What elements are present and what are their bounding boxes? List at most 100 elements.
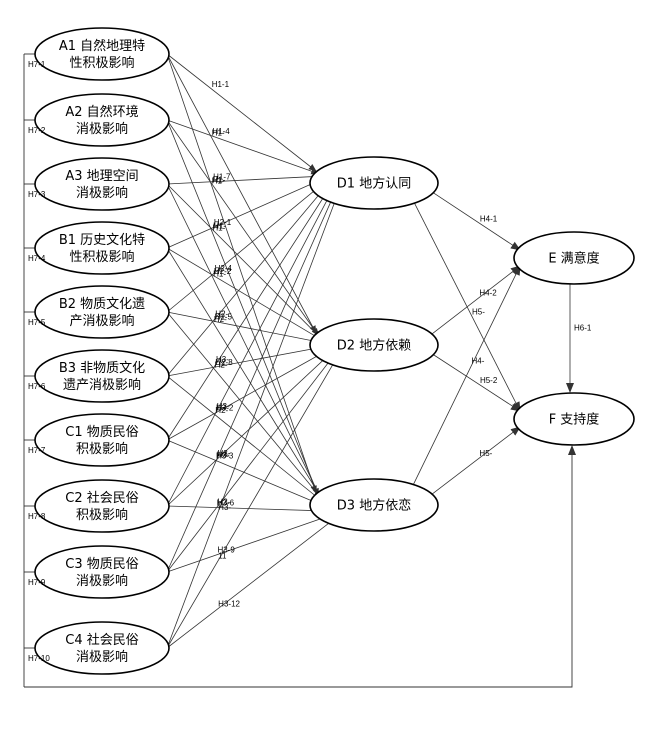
- edge-d3-f: [429, 426, 521, 497]
- feedback-label-b2: H7-5: [28, 318, 46, 327]
- edge-c3-d2: [166, 353, 336, 573]
- edge-label-c2-d1: H3-: [217, 402, 230, 411]
- node-label-d3: D3 地方依恋: [337, 498, 411, 514]
- node-d3: D3 地方依恋: [309, 478, 439, 532]
- node-ellipse-d1: [309, 156, 439, 210]
- node-ellipse-d2: [309, 318, 439, 372]
- edge-label-c4-d1: H3-: [218, 503, 231, 512]
- feedback-label-c1: H7-7: [28, 446, 46, 455]
- edge-d1-e: [430, 190, 521, 251]
- feedback-label-a2: H7-2: [28, 126, 46, 135]
- edge-label-a3-d1: H1-7: [213, 173, 231, 182]
- edge-b2-d1: [166, 180, 327, 313]
- edge-c1-d1: [166, 185, 331, 441]
- node-d1: D1 地方认同: [309, 156, 439, 210]
- node-label-b3: B3 非物质文化: [59, 361, 145, 376]
- node-ellipse-d3: [309, 478, 439, 532]
- edge-label-b1-d1: H2-1: [214, 218, 232, 227]
- edge-label-c4-d2: 11: [218, 552, 227, 561]
- edge-b1-d1: [166, 178, 324, 249]
- edge-label-b3-d1: H2-: [215, 309, 228, 318]
- node-label-a1: A1 自然地理特: [59, 38, 145, 54]
- node-label-a3: A3 地理空间: [65, 169, 138, 184]
- node-label-b2: B2 物质文化遗: [59, 297, 145, 312]
- edge-label-a1-d2: H1-: [212, 129, 225, 138]
- node-ellipse-b1: [34, 221, 170, 275]
- edge-c1-d3: [166, 439, 332, 509]
- edge-a1-d1: [166, 53, 317, 172]
- edge-label-d1-f: H5-: [472, 307, 485, 316]
- node-label-b3: 遗产消极影响: [63, 377, 141, 393]
- path-edges: [166, 53, 574, 649]
- feedback-label-a1: H7-1: [28, 60, 46, 69]
- node-label-c2: 积极影响: [76, 507, 128, 523]
- node-ellipse-e: [513, 231, 635, 285]
- edge-a1-d2: [166, 53, 317, 334]
- edge-label-d1-e: H4-1: [480, 215, 498, 224]
- node-label-a2: 消极影响: [76, 121, 128, 137]
- edge-b2-d2: [166, 311, 327, 346]
- edge-c3-d1: [166, 191, 336, 573]
- feedback-label-b3: H7-6: [28, 382, 46, 391]
- feedback-label-b1: H7-4: [28, 254, 46, 263]
- edge-label-b2-d3: H2-: [215, 360, 228, 369]
- edge-label-c1-d2: H3-2: [216, 404, 234, 413]
- edge-b3-d1: [166, 183, 329, 377]
- edge-b1-d2: [166, 247, 324, 342]
- edge-label-c3-d3: H3-9: [217, 546, 235, 555]
- edge-label-c3-d1: H3-: [217, 449, 230, 458]
- edge-d1-f: [412, 200, 521, 412]
- node-label-b1: 性积极影响: [69, 249, 134, 265]
- edge-label-a1-d1: H1-1: [212, 80, 230, 89]
- node-ellipse-a2: [34, 93, 170, 147]
- edge-label-d2-f: H5-2: [480, 376, 498, 385]
- node-label-e: E 满意度: [548, 251, 599, 267]
- edge-c4-d1: [166, 193, 339, 649]
- edge-a3-d1: [166, 173, 322, 185]
- node-label-d1: D1 地方认同: [337, 176, 411, 192]
- node-label-a2: A2 自然环境: [65, 104, 138, 120]
- edge-label-a2-d1: H1-4: [212, 127, 230, 136]
- edge-a3-d2: [166, 183, 322, 339]
- edge-c3-d3: [166, 513, 336, 573]
- edge-c2-d1: [166, 188, 334, 507]
- node-label-b2: 产消极影响: [69, 313, 134, 329]
- node-e: E 满意度: [513, 231, 635, 285]
- edge-label-b2-d1: H2-4: [215, 264, 233, 273]
- node-ellipse-c2: [34, 479, 170, 533]
- edge-label-a2-d2: H1-: [212, 176, 225, 185]
- edge-d2-e: [429, 265, 521, 336]
- edge-a2-d1: [166, 119, 320, 175]
- edge-b2-d3: [166, 311, 327, 505]
- node-ellipse-b2: [34, 285, 170, 339]
- node-label-c1: C1 物质民俗: [65, 425, 138, 440]
- node-label-a1: 性积极影响: [69, 55, 134, 71]
- edge-a1-d3: [166, 53, 317, 494]
- edge-label-d2-e: H4-2: [479, 288, 497, 297]
- node-label-c1: 积极影响: [76, 441, 128, 457]
- edge-label-a2-d3: H1-: [212, 224, 225, 233]
- edge-a2-d3: [166, 119, 319, 497]
- node-ellipse-c3: [34, 545, 170, 599]
- node-d2: D2 地方依赖: [309, 318, 439, 372]
- edge-a3-d3: [166, 183, 322, 499]
- edge-label-b1-d3: H2-: [214, 315, 227, 324]
- edge-b3-d3: [166, 375, 329, 507]
- node-label-c4: 消极影响: [76, 649, 128, 665]
- edge-b1-d3: [166, 247, 324, 502]
- edge-c1-d2: [166, 348, 332, 441]
- node-ellipse-a3: [34, 157, 170, 211]
- edge-label-a1-d3: H1-: [212, 177, 225, 186]
- node-label-c3: 消极影响: [76, 573, 128, 589]
